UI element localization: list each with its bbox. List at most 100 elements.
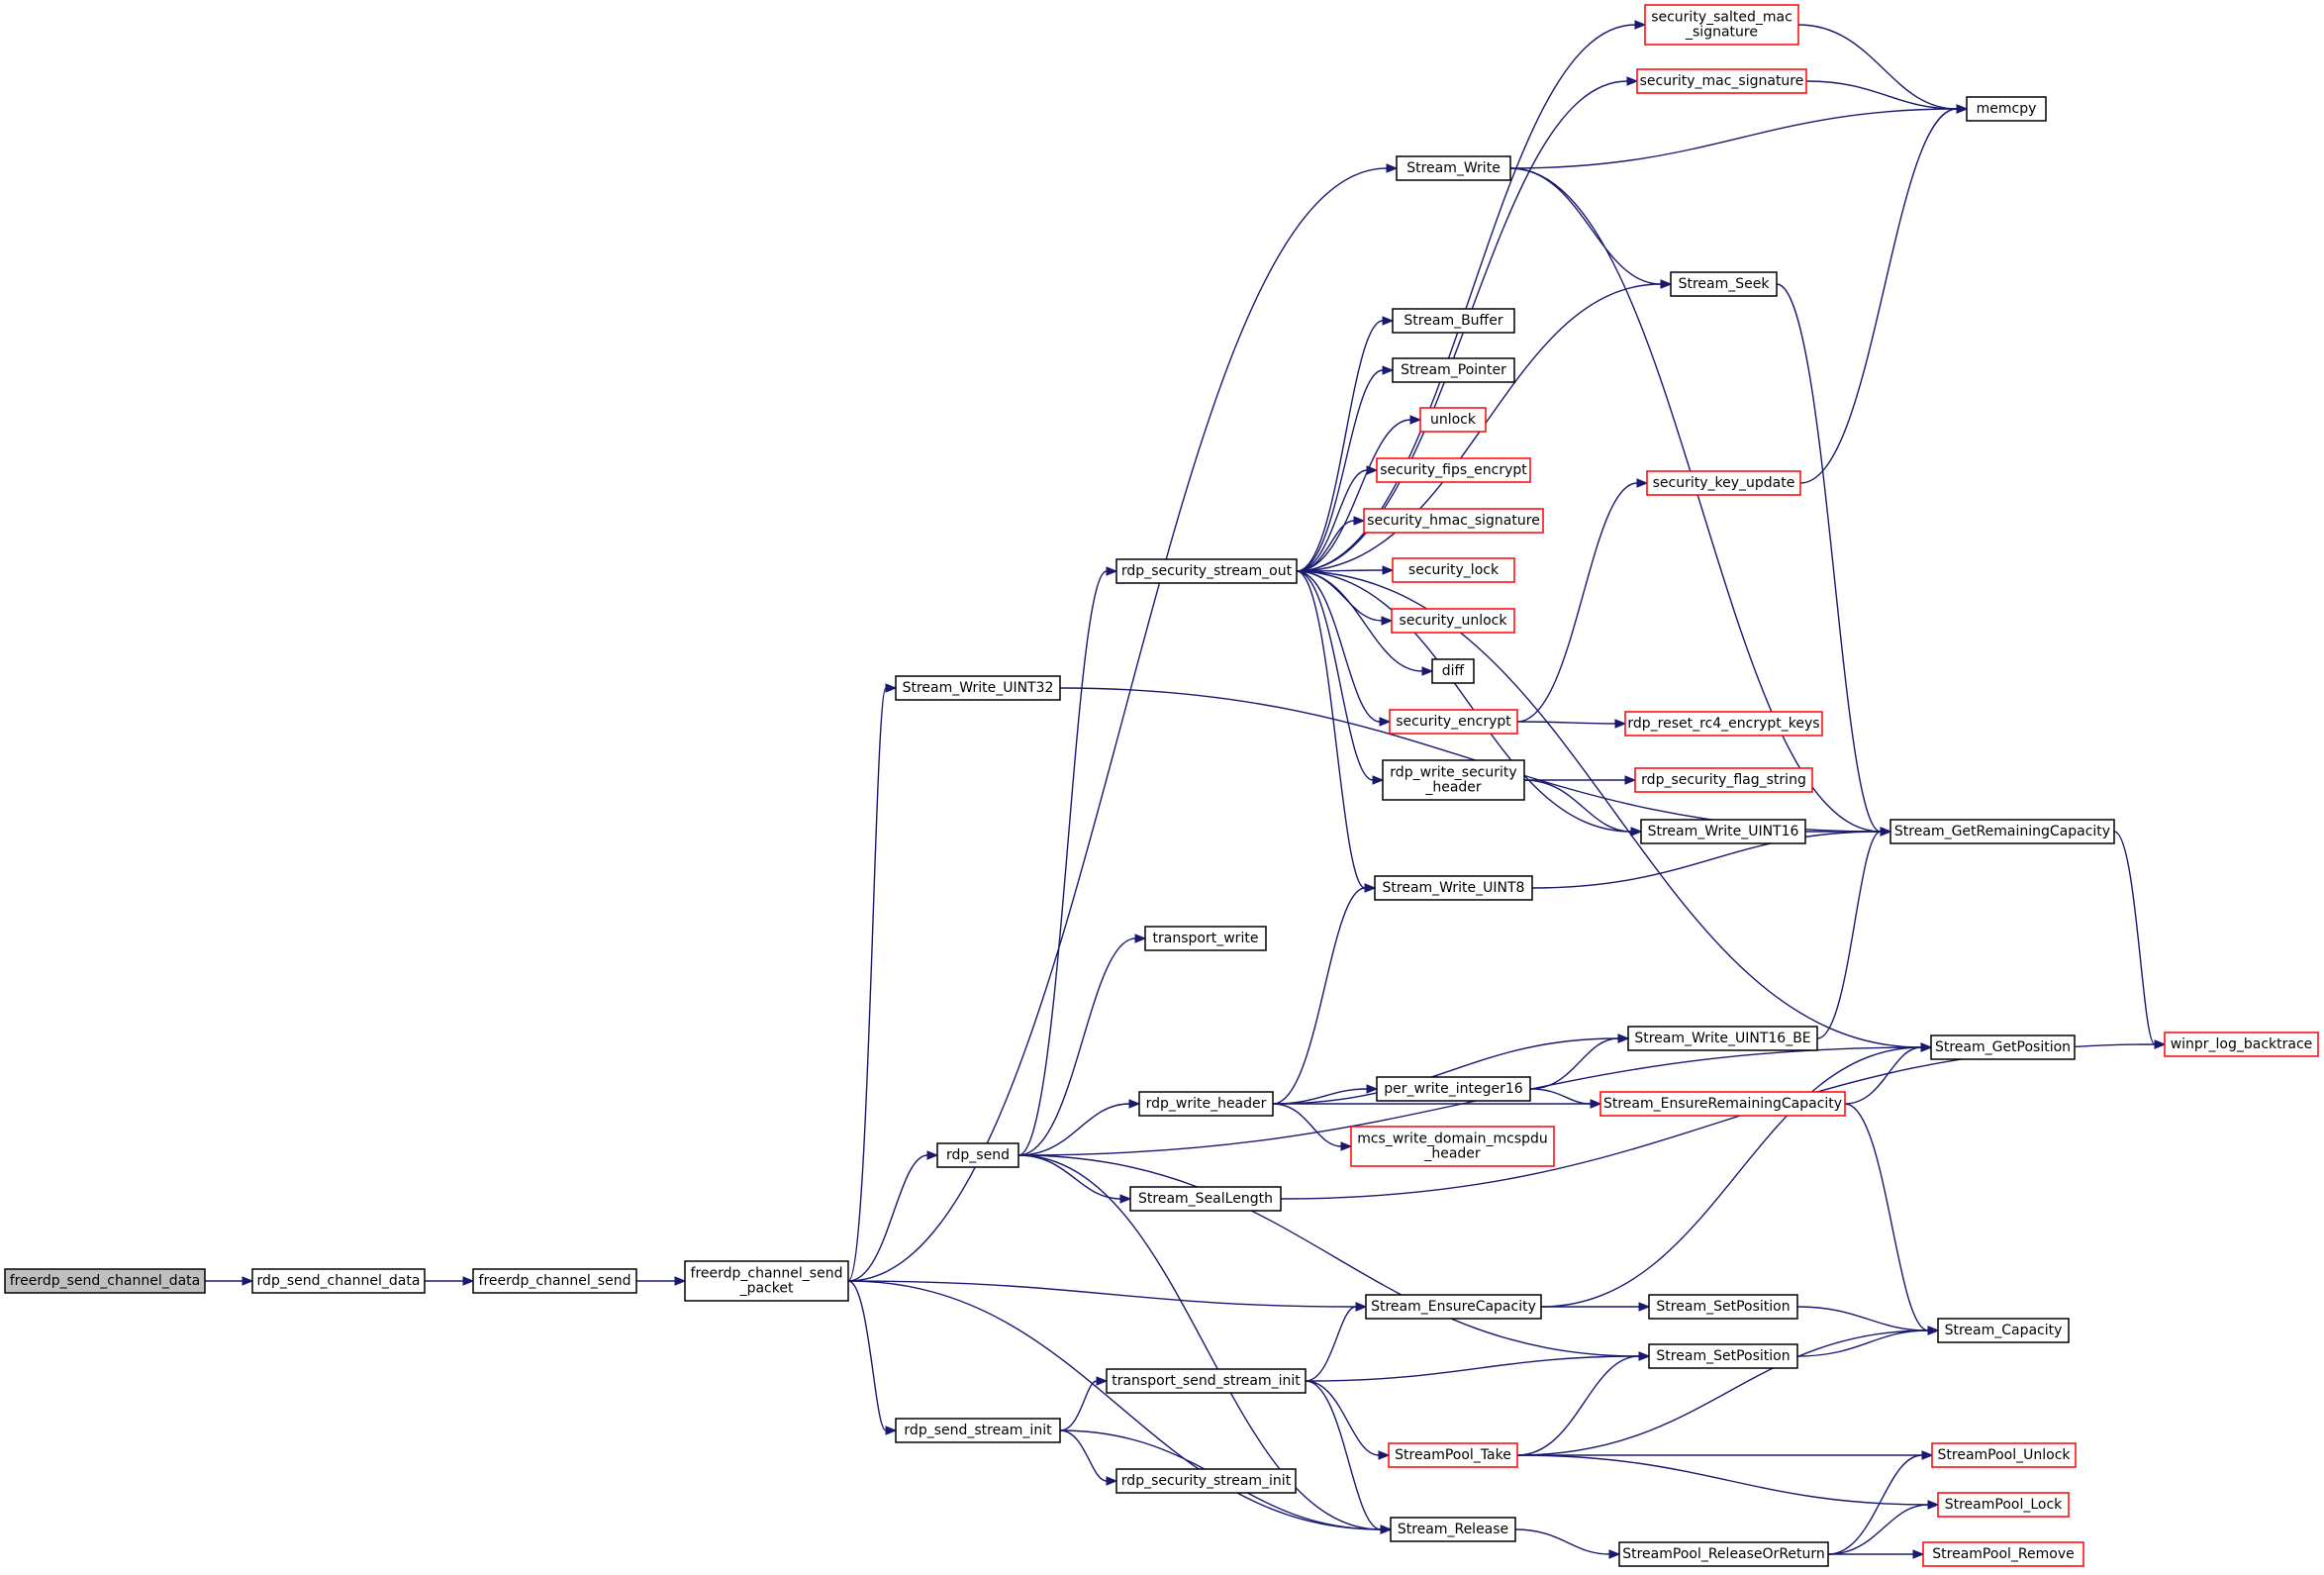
node-rsecsi[interactable]: rdp_security_stream_init bbox=[1115, 1468, 1297, 1494]
node-tw[interactable]: transport_write bbox=[1144, 926, 1267, 951]
node-rwh[interactable]: rdp_write_header bbox=[1138, 1091, 1274, 1117]
edge-rwh-to-mwdmh bbox=[1272, 1103, 1342, 1147]
node-swu16[interactable]: Stream_Write_UINT16 bbox=[1640, 819, 1806, 844]
node-shs[interactable]: security_hmac_signature bbox=[1363, 508, 1544, 534]
node-serc[interactable]: Stream_EnsureRemainingCapacity bbox=[1599, 1091, 1846, 1117]
node-tssi[interactable]: transport_send_stream_init bbox=[1106, 1368, 1307, 1394]
node-sec[interactable]: Stream_EnsureCapacity bbox=[1365, 1294, 1542, 1320]
node-sfe[interactable]: security_fips_encrypt bbox=[1376, 457, 1531, 483]
node-box-memcpy bbox=[1966, 96, 2047, 122]
node-box-ssms bbox=[1644, 4, 1799, 46]
edge-fcsp-to-rssi bbox=[847, 1280, 887, 1431]
node-unlock[interactable]: unlock bbox=[1419, 407, 1487, 433]
node-box-rsso bbox=[1115, 558, 1298, 584]
edge-arrowhead-rsso-to-ssms bbox=[1634, 20, 1647, 30]
node-sunlock[interactable]: security_unlock bbox=[1391, 608, 1515, 634]
node-pwi16[interactable]: per_write_integer16 bbox=[1376, 1076, 1531, 1102]
node-ssl[interactable]: Stream_SealLength bbox=[1129, 1186, 1282, 1212]
node-fcs[interactable]: freerdp_channel_send bbox=[472, 1268, 637, 1294]
edge-rsso-to-rwsh bbox=[1296, 570, 1374, 781]
node-label-pwi16: per_write_integer16 bbox=[1384, 1081, 1522, 1097]
node-sw[interactable]: Stream_Write bbox=[1396, 155, 1511, 181]
node-label-rwsh: rdp_write_security bbox=[1390, 765, 1516, 781]
node-ssms[interactable]: security_salted_mac_signature bbox=[1644, 4, 1799, 46]
node-label-swu32: Stream_Write_UINT32 bbox=[903, 680, 1054, 696]
node-label-swu16be: Stream_Write_UINT16_BE bbox=[1634, 1031, 1810, 1046]
node-srel[interactable]: Stream_Release bbox=[1390, 1517, 1516, 1542]
node-rssi[interactable]: rdp_send_stream_init bbox=[895, 1418, 1061, 1443]
edge-spror-to-spu bbox=[1827, 1454, 1923, 1555]
node-box-ssl bbox=[1129, 1186, 1282, 1212]
edge-arrowhead-rwsh-to-rsfs bbox=[1624, 775, 1637, 785]
edge-spror-to-spl bbox=[1827, 1504, 1929, 1555]
node-box-rsfs bbox=[1634, 767, 1813, 793]
node-label-spl: StreamPool_Lock bbox=[1945, 1497, 2063, 1513]
edge-senc-to-sku bbox=[1516, 482, 1638, 723]
node-sseek[interactable]: Stream_Seek bbox=[1670, 271, 1778, 297]
node-ssp1[interactable]: Stream_SetPosition bbox=[1648, 1294, 1798, 1320]
node-sku[interactable]: security_key_update bbox=[1646, 470, 1801, 496]
node-label-sms: security_mac_signature bbox=[1640, 73, 1804, 89]
edge-swu16be-to-sgrc bbox=[1816, 831, 1882, 1039]
node-diff[interactable]: diff bbox=[1431, 658, 1475, 684]
node-sgrc[interactable]: Stream_GetRemainingCapacity bbox=[1889, 819, 2115, 844]
node-sptr[interactable]: Stream_Pointer bbox=[1392, 357, 1515, 383]
node-sbuf[interactable]: Stream_Buffer bbox=[1392, 308, 1515, 334]
node-rrek[interactable]: rdp_reset_rc4_encrypt_keys bbox=[1624, 711, 1823, 737]
edge-sec-to-sgp bbox=[1540, 1046, 1922, 1308]
node-box-serc bbox=[1599, 1091, 1846, 1117]
node-label-slock: security_lock bbox=[1408, 562, 1500, 578]
edge-sw-to-sgrc bbox=[1509, 167, 1882, 833]
node-label-shs: security_hmac_signature bbox=[1367, 513, 1540, 529]
edge-tssi-to-ssp2 bbox=[1305, 1355, 1640, 1382]
node-label-fcsp: _packet bbox=[739, 1281, 794, 1297]
node-sp_take[interactable]: StreamPool_Take bbox=[1388, 1442, 1518, 1468]
node-scap[interactable]: Stream_Capacity bbox=[1937, 1318, 2070, 1343]
node-slock[interactable]: security_lock bbox=[1392, 557, 1515, 583]
node-box-fcsp bbox=[684, 1260, 849, 1302]
node-spr[interactable]: StreamPool_Remove bbox=[1922, 1541, 2084, 1567]
node-label-rssi: rdp_send_stream_init bbox=[904, 1423, 1052, 1438]
node-spror[interactable]: StreamPool_ReleaseOrReturn bbox=[1618, 1541, 1829, 1567]
node-swu16be[interactable]: Stream_Write_UINT16_BE bbox=[1627, 1026, 1818, 1051]
edge-rsso-to-sptr bbox=[1296, 369, 1384, 572]
node-rdpsend[interactable]: rdp_send bbox=[936, 1142, 1019, 1168]
edge-arrowhead-tssi-to-sp_take bbox=[1378, 1450, 1391, 1460]
node-box-sunlock bbox=[1391, 608, 1515, 634]
node-rwsh[interactable]: rdp_write_security_header bbox=[1382, 759, 1525, 801]
node-spl[interactable]: StreamPool_Lock bbox=[1937, 1492, 2070, 1518]
node-rsfs[interactable]: rdp_security_flag_string bbox=[1634, 767, 1813, 793]
edge-layer bbox=[205, 20, 2167, 1559]
node-box-tssi bbox=[1106, 1368, 1307, 1394]
node-sms[interactable]: security_mac_signature bbox=[1636, 68, 1807, 94]
node-senc[interactable]: security_encrypt bbox=[1389, 709, 1518, 735]
edge-rsso-to-sbuf bbox=[1296, 320, 1384, 572]
edge-arrowhead-rwh-to-mwdmh bbox=[1340, 1141, 1353, 1151]
node-spu[interactable]: StreamPool_Unlock bbox=[1931, 1442, 2077, 1468]
node-swu32[interactable]: Stream_Write_UINT32 bbox=[895, 675, 1061, 701]
node-box-sms bbox=[1636, 68, 1807, 94]
edge-tssi-to-srel bbox=[1305, 1380, 1382, 1530]
edge-arrowhead-sp_take-to-ssp2 bbox=[1638, 1351, 1651, 1361]
node-rsso[interactable]: rdp_security_stream_out bbox=[1115, 558, 1298, 584]
node-wlb[interactable]: winpr_log_backtrace bbox=[2164, 1032, 2319, 1057]
node-box-sec bbox=[1365, 1294, 1542, 1320]
edge-arrowhead-pwi16-to-swu16be bbox=[1617, 1034, 1630, 1043]
edge-arrowhead-rssi-to-tssi bbox=[1096, 1376, 1109, 1386]
node-sgp[interactable]: Stream_GetPosition bbox=[1930, 1034, 2076, 1060]
edge-arrowhead-rsso-to-shs bbox=[1353, 516, 1366, 526]
node-fcsp[interactable]: freerdp_channel_send_packet bbox=[684, 1260, 849, 1302]
node-mwdmh[interactable]: mcs_write_domain_mcspdu_header bbox=[1350, 1126, 1555, 1167]
node-label-mwdmh: mcs_write_domain_mcspdu bbox=[1357, 1132, 1548, 1147]
edge-rwh-to-swu8 bbox=[1272, 887, 1366, 1105]
node-box-diff bbox=[1431, 658, 1475, 684]
node-ssp2[interactable]: Stream_SetPosition bbox=[1648, 1343, 1798, 1369]
node-memcpy[interactable]: memcpy bbox=[1966, 96, 2047, 122]
edge-arrowhead-rsso-to-senc bbox=[1379, 717, 1392, 727]
node-swu8[interactable]: Stream_Write_UINT8 bbox=[1374, 875, 1533, 901]
edge-arrowhead-rwh-to-swu8 bbox=[1364, 883, 1377, 893]
edge-rdpsend-to-rwh bbox=[1017, 1103, 1130, 1156]
edge-fcsp-to-swu32 bbox=[847, 687, 887, 1282]
node-rsc[interactable]: rdp_send_channel_data bbox=[251, 1268, 426, 1294]
